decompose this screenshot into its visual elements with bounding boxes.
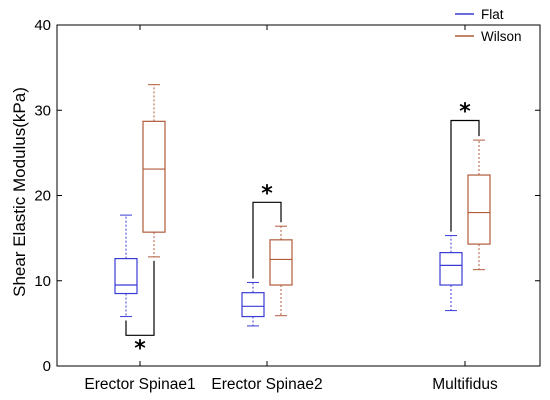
significance-bracket: * [450,99,480,232]
y-axis-title: Shear Elastic Modulus(kPa) [10,87,29,297]
x-tick-label: Erector Spinae1 [84,376,195,393]
box-flat [439,235,463,312]
box-iqr [269,239,293,286]
box-iqr [467,174,491,245]
x-axis: Erector Spinae1 Erector Spinae2 Multifidus [84,25,498,393]
box-iqr [241,292,265,318]
box-iqr [439,252,463,286]
y-tick-label: 10 [34,273,51,290]
y-tick-label: 40 [34,17,51,34]
y-axis: 0 10 20 30 40 [34,17,540,375]
significance-star: * [134,336,146,361]
box-iqr [114,257,138,295]
legend-item-wilson: Wilson [455,29,522,44]
bracket-line [252,201,282,279]
box-flat [241,281,265,327]
box-iqr [142,120,166,233]
x-tick-label: Multifidus [432,376,498,393]
legend-label: Flat [481,7,504,22]
y-tick-label: 0 [43,358,51,375]
box-wilson [269,225,293,317]
significance-bracket: * [125,260,155,361]
y-tick-label: 20 [34,188,51,205]
x-tick-label: Erector Spinae2 [211,376,322,393]
bracket-line [125,260,155,336]
significance-star: * [261,181,273,206]
bracket-line [450,119,480,232]
significance-markers: * * * [125,99,480,361]
box-flat [114,214,138,318]
significance-star: * [459,99,471,124]
significance-bracket: * [252,181,282,279]
y-tick-label: 30 [34,102,51,119]
legend-item-flat: Flat [455,7,504,22]
box-series [114,84,491,327]
box-wilson [142,84,166,258]
legend-label: Wilson [481,29,522,44]
box-wilson [467,139,491,271]
